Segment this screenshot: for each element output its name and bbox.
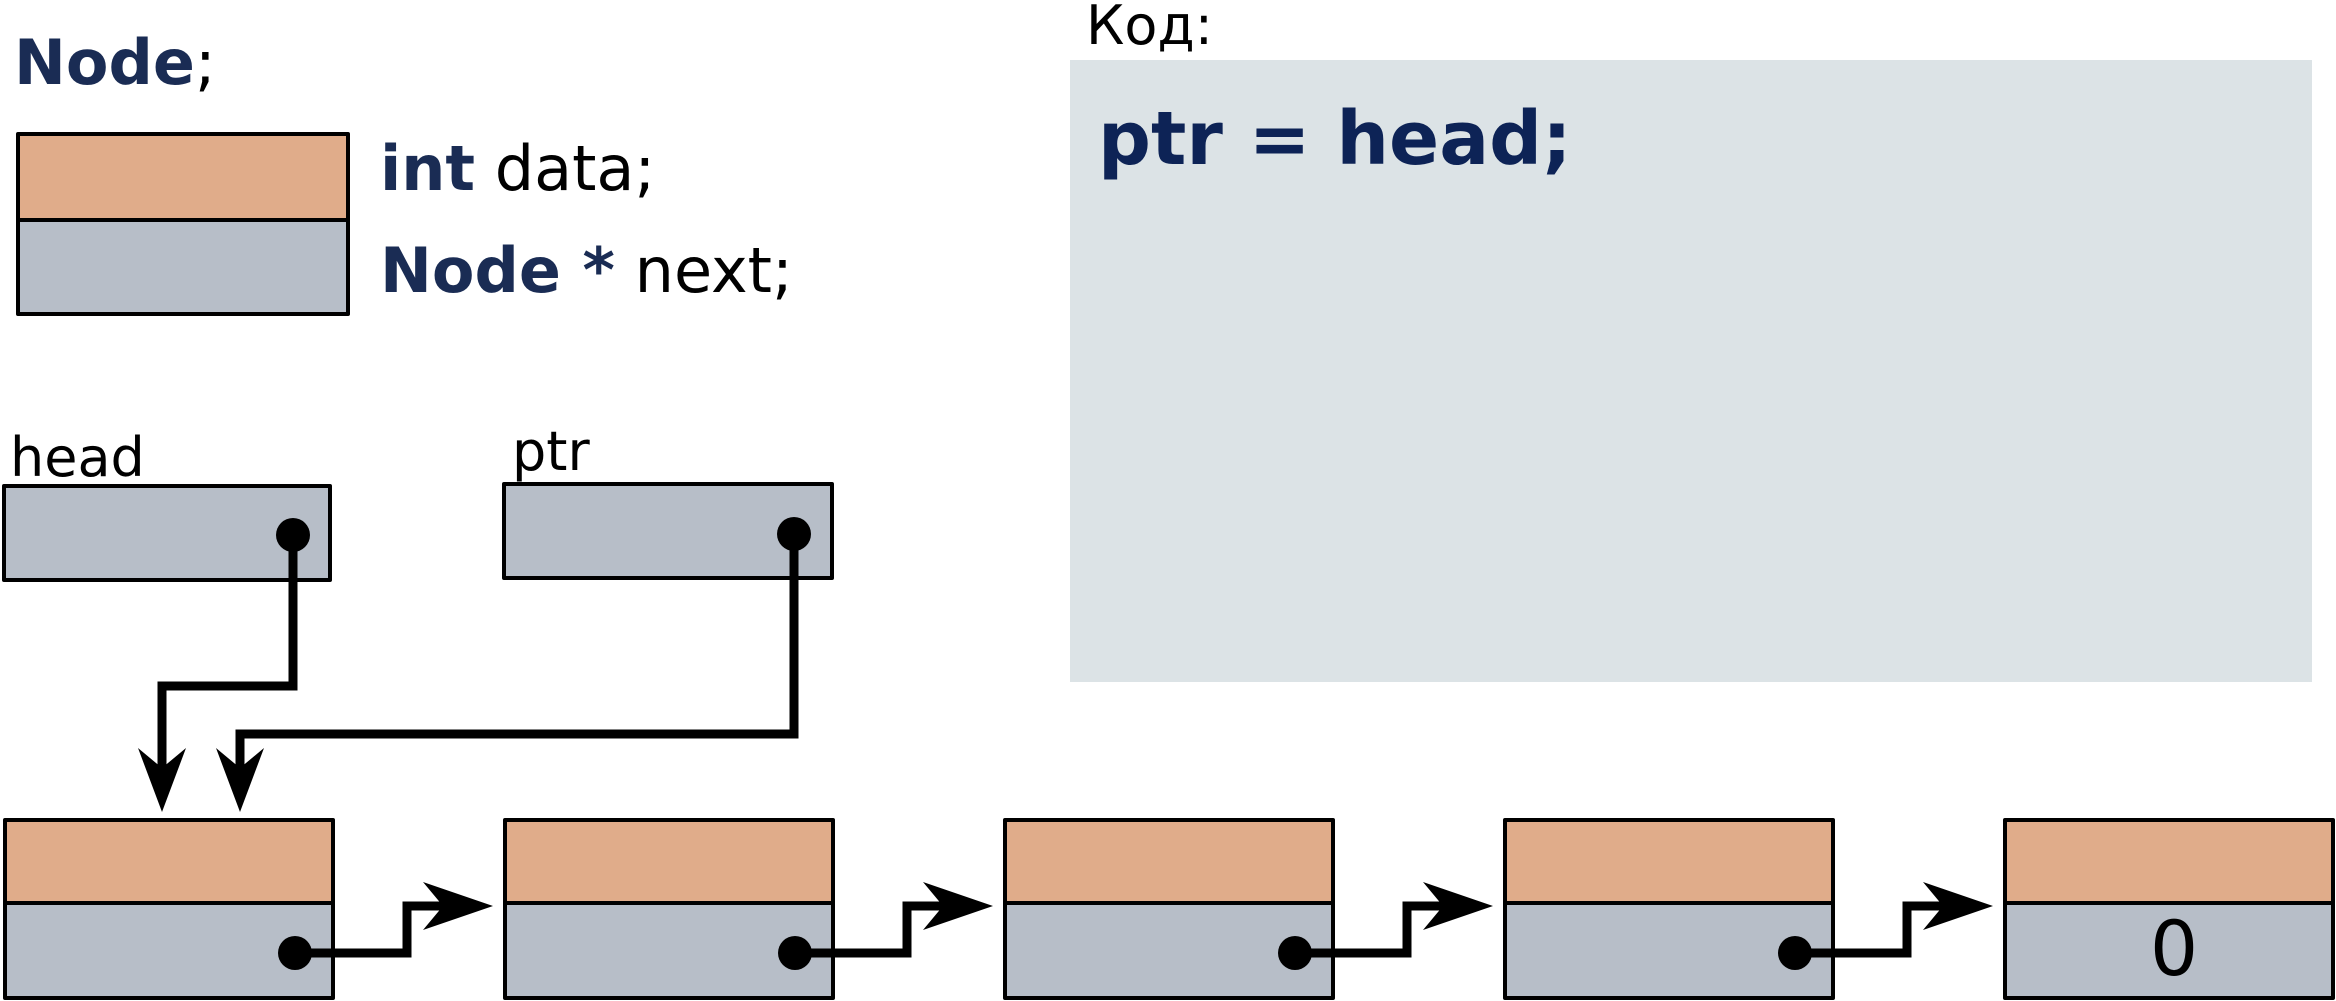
code-panel: Код: ptr = head; xyxy=(1070,0,2312,682)
next-pointer-wire xyxy=(795,901,945,958)
list-node xyxy=(3,818,493,1000)
code-panel-title: Код: xyxy=(1086,0,1213,57)
list-node xyxy=(1003,818,1493,1000)
struct-semicolon: ; xyxy=(195,26,216,99)
legend-field-next: Node * next; xyxy=(380,234,793,307)
head-pointer-box xyxy=(2,484,332,582)
variable-ptr: ptr xyxy=(502,420,834,580)
field-next-star: * xyxy=(561,234,615,307)
field-next-type: Node xyxy=(380,234,561,307)
legend-field-data: int data; xyxy=(380,132,655,205)
ptr-label: ptr xyxy=(512,420,590,483)
list-node xyxy=(503,818,993,1000)
node-next-field xyxy=(2003,901,2335,1000)
head-label: head xyxy=(10,426,145,489)
null-next-value: 0 xyxy=(2150,904,2198,993)
node-data-field xyxy=(1503,818,1835,905)
linked-list-nodes: 0 xyxy=(3,818,2335,1000)
next-pointer-wire xyxy=(1295,901,1445,958)
struct-name: Node xyxy=(14,26,195,99)
head-wire xyxy=(157,535,298,772)
head-pointer-arrow xyxy=(138,535,298,812)
legend-next-field xyxy=(16,218,350,316)
next-pointer-wire xyxy=(1795,901,1945,958)
list-node xyxy=(1503,818,1993,1000)
ptr-wire xyxy=(235,534,799,772)
struct-legend: Node; int data; Node * next; xyxy=(14,26,793,316)
node-data-field xyxy=(3,818,335,905)
ptr-pointer-arrow xyxy=(216,534,799,812)
next-pointer-dot xyxy=(1778,936,1812,970)
next-pointer-dot xyxy=(278,936,312,970)
next-pointer-dot xyxy=(1278,936,1312,970)
next-pointer-dot xyxy=(778,936,812,970)
legend-data-field xyxy=(16,132,350,222)
code-line: ptr = head; xyxy=(1098,96,1572,182)
field-data-type: int xyxy=(380,132,475,205)
struct-declaration: Node; xyxy=(14,26,216,99)
node-data-field xyxy=(503,818,835,905)
field-next-name: next; xyxy=(615,234,793,307)
next-pointer-wire xyxy=(295,901,445,958)
variable-head: head xyxy=(2,426,332,582)
field-data-name: data; xyxy=(475,132,655,205)
node-data-field xyxy=(2003,818,2335,905)
list-node: 0 xyxy=(2003,818,2335,1000)
code-panel-background xyxy=(1070,60,2312,682)
node-data-field xyxy=(1003,818,1335,905)
